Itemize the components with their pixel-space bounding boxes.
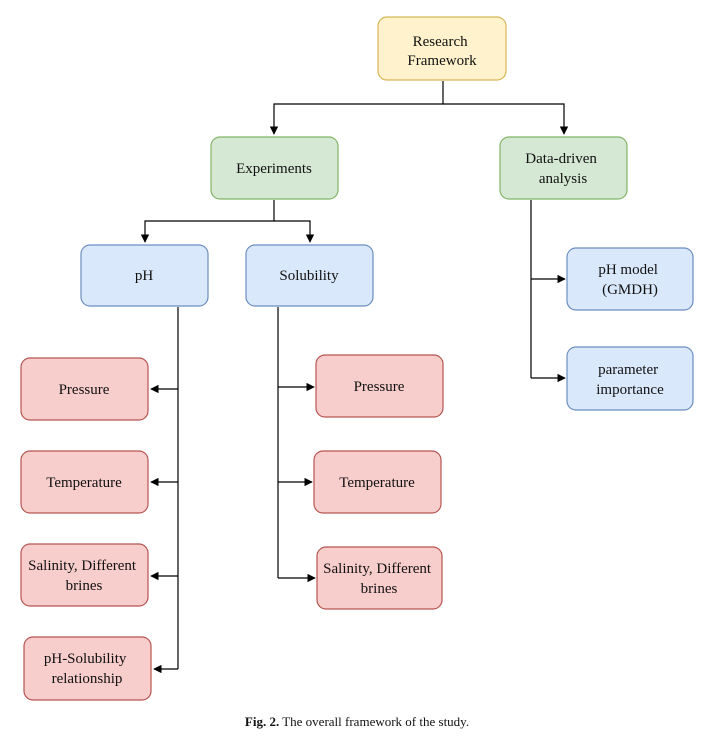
svg-text:parameter importance: parameter importance (596, 362, 664, 398)
edge-framework-datadriven (443, 103, 569, 135)
node-ph: pH (80, 244, 209, 307)
svg-text:Salinity, Different brin: Salinity, Different brines (28, 558, 140, 594)
node-sol-pressure: Pressure (315, 354, 444, 418)
node-label: Solubility (279, 268, 339, 284)
node-label: Temperature (339, 475, 415, 491)
node-experiments: Experiments (210, 136, 339, 200)
node-label: pH (135, 268, 154, 284)
node-ph-pressure: Pressure (20, 357, 149, 421)
node-label: Pressure (354, 379, 405, 395)
node-label: Data-driven (525, 151, 597, 167)
node-label: Salinity, Different (28, 558, 137, 574)
svg-text:pH model (GMDH): pH model (GMDH) (598, 262, 661, 298)
node-ph-temperature: Temperature (20, 450, 149, 514)
node-label: pH-Solubility (44, 651, 127, 667)
node-ph-salinity: Salinity, Different brines (20, 543, 149, 607)
node-label: (GMDH) (602, 282, 658, 298)
svg-text:pH-Solubility relationsh: pH-Solubility relationship (44, 651, 130, 687)
node-ph-model: pH model (GMDH) (566, 247, 694, 311)
node-ph-solubility-relationship: pH-Solubility relationship (23, 636, 152, 701)
svg-text:Data-driven analysis: Data-driven analysis (525, 151, 600, 187)
edge-framework-experiments (269, 81, 444, 135)
edge-experiments-ph (140, 200, 275, 243)
connectors (140, 81, 569, 674)
node-label: importance (596, 382, 664, 398)
node-label: Framework (407, 53, 477, 69)
node-label: Salinity, Different (323, 561, 432, 577)
node-label: Temperature (46, 475, 122, 491)
node-label: brines (361, 581, 398, 597)
node-solubility: Solubility (245, 244, 374, 307)
figure-caption-label: Fig. 2. (244, 714, 280, 729)
node-label: Research (413, 34, 468, 50)
figure-caption-text: The overall framework of the study. (282, 714, 470, 729)
node-label: Pressure (59, 382, 110, 398)
framework-diagram: Research Framework Experiments Data-driv… (20, 16, 694, 701)
node-research-framework: Research Framework (377, 16, 507, 81)
node-label: Experiments (236, 161, 312, 177)
node-data-driven-analysis: Data-driven analysis (499, 136, 628, 200)
node-label: brines (66, 578, 103, 594)
figure-caption: Fig. 2. The overall framework of the stu… (0, 714, 714, 730)
edge-experiments-solubility (274, 220, 315, 243)
node-parameter-importance: parameter importance (566, 346, 694, 411)
node-label: parameter (598, 362, 658, 378)
node-sol-temperature: Temperature (313, 450, 442, 514)
node-label: relationship (52, 671, 123, 687)
node-label: pH model (598, 262, 658, 278)
svg-text:Salinity, Different brin: Salinity, Different brines (323, 561, 435, 597)
svg-text:Research Framework: Research Framework (407, 34, 477, 69)
node-label: analysis (539, 171, 587, 187)
node-sol-salinity: Salinity, Different brines (316, 546, 443, 610)
